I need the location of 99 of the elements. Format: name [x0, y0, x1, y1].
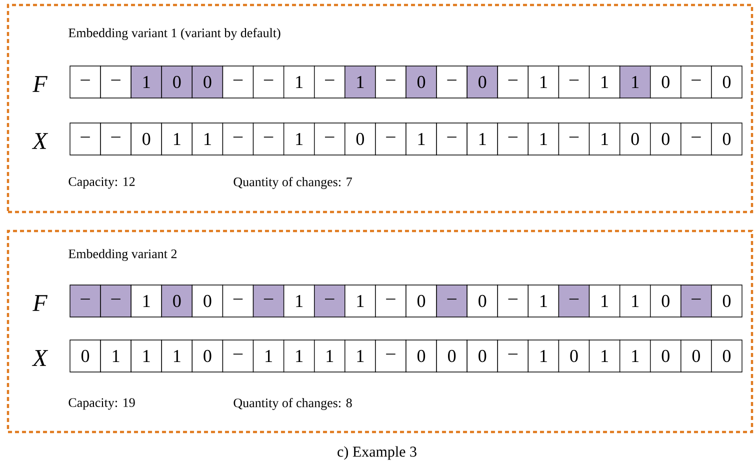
panel-heading: Embedding variant 1 (variant by default): [68, 28, 280, 40]
changes-count-text: Quantity of changes: 8: [234, 398, 352, 410]
table-cell: 0: [406, 340, 437, 372]
table-cell: –: [70, 122, 101, 156]
row-letter: X: [32, 350, 48, 366]
table-cell: –: [497, 66, 529, 98]
row-letter: X: [32, 133, 48, 149]
table-cell: –: [252, 284, 284, 318]
table-cell: –: [558, 284, 590, 318]
table-cell: –: [436, 284, 468, 318]
table-cell: –: [100, 66, 132, 98]
table-cell: 0: [161, 66, 193, 98]
table-cell: 0: [650, 66, 682, 98]
table-cell: 1: [528, 284, 560, 318]
table-cell: 1: [314, 340, 346, 372]
table-cell: 0: [161, 284, 193, 318]
table-cell: –: [222, 122, 254, 156]
table-cell: 1: [528, 66, 560, 98]
figure-caption: c) Example 3: [338, 446, 416, 460]
table-cell: –: [222, 340, 254, 372]
table-cell: 1: [619, 340, 651, 372]
table-cell: –: [314, 122, 346, 156]
table-cell: 0: [711, 122, 742, 156]
table-cell: –: [497, 340, 529, 372]
table-cell: –: [222, 66, 254, 98]
table-cell: –: [314, 66, 346, 98]
table-cell: 1: [619, 66, 651, 98]
table-cell: 0: [558, 340, 590, 372]
capacity-text: Capacity: 12: [68, 177, 135, 189]
table-cell: 0: [130, 122, 162, 156]
table-cell: 1: [588, 122, 620, 156]
table-cell: –: [680, 66, 712, 98]
table-cell: 1: [100, 340, 132, 372]
table-cell: 0: [192, 66, 224, 98]
table-cell: 0: [711, 66, 742, 98]
table-cell: 0: [192, 284, 224, 318]
table-cell: –: [436, 66, 468, 98]
table-cell: 1: [252, 340, 284, 372]
table-cell: 0: [344, 122, 376, 156]
table-cell: 1: [130, 340, 162, 372]
table-cell: 1: [588, 284, 620, 318]
table-cell: –: [558, 122, 590, 156]
table-cell: –: [497, 284, 529, 318]
table-cell: –: [375, 122, 406, 156]
table-cell: 1: [466, 122, 498, 156]
changes-count-text: Quantity of changes: 7: [234, 177, 352, 189]
table-cell: 1: [161, 340, 193, 372]
table-cell: 0: [192, 340, 224, 372]
table-cell: 0: [466, 66, 498, 98]
table-cell: 1: [344, 66, 376, 98]
table-cell: 0: [650, 340, 682, 372]
table-cell: 0: [619, 122, 651, 156]
table-cell: –: [680, 284, 712, 318]
table-cell: 1: [588, 340, 620, 372]
table-cell: –: [558, 66, 590, 98]
row-letter: F: [32, 76, 48, 92]
table-cell: –: [375, 284, 406, 318]
table-cell: –: [70, 284, 101, 318]
table-cell: 0: [650, 122, 682, 156]
table-cell: –: [497, 122, 529, 156]
table-cell: 1: [283, 66, 315, 98]
row-letter: F: [32, 295, 48, 311]
table-cell: –: [436, 122, 468, 156]
table-cell: –: [375, 66, 406, 98]
table-cell: –: [100, 122, 132, 156]
table-cell: –: [680, 122, 712, 156]
table-cell: –: [252, 122, 284, 156]
table-cell: 0: [466, 284, 498, 318]
table-cell: –: [222, 284, 254, 318]
table-cell: 1: [344, 284, 376, 318]
table-cell: 0: [466, 340, 498, 372]
table-cell: –: [70, 66, 101, 98]
table-cell: 0: [436, 340, 468, 372]
table-cell: 1: [283, 284, 315, 318]
table-cell: 1: [192, 122, 224, 156]
table-cell: 1: [130, 66, 162, 98]
table-cell: 1: [161, 122, 193, 156]
table-cell: 0: [650, 284, 682, 318]
table-cell: 0: [711, 284, 742, 318]
table-cell: 0: [406, 66, 437, 98]
table-cell: 1: [283, 340, 315, 372]
table-cell: 1: [283, 122, 315, 156]
panel-heading: Embedding variant 2: [68, 249, 177, 261]
table-cell: 0: [711, 340, 742, 372]
table-cell: 1: [588, 66, 620, 98]
capacity-text: Capacity: 19: [68, 398, 135, 410]
table-cell: –: [375, 340, 406, 372]
table-cell: –: [252, 66, 284, 98]
table-cell: –: [314, 284, 346, 318]
table-cell: 1: [406, 122, 437, 156]
table-cell: 0: [70, 340, 101, 372]
table-cell: 0: [406, 284, 437, 318]
table-cell: 1: [528, 122, 560, 156]
table-cell: 1: [130, 284, 162, 318]
table-cell: 1: [619, 284, 651, 318]
table-cell: –: [100, 284, 132, 318]
table-cell: 1: [344, 340, 376, 372]
table-cell: 0: [680, 340, 712, 372]
table-cell: 1: [528, 340, 560, 372]
